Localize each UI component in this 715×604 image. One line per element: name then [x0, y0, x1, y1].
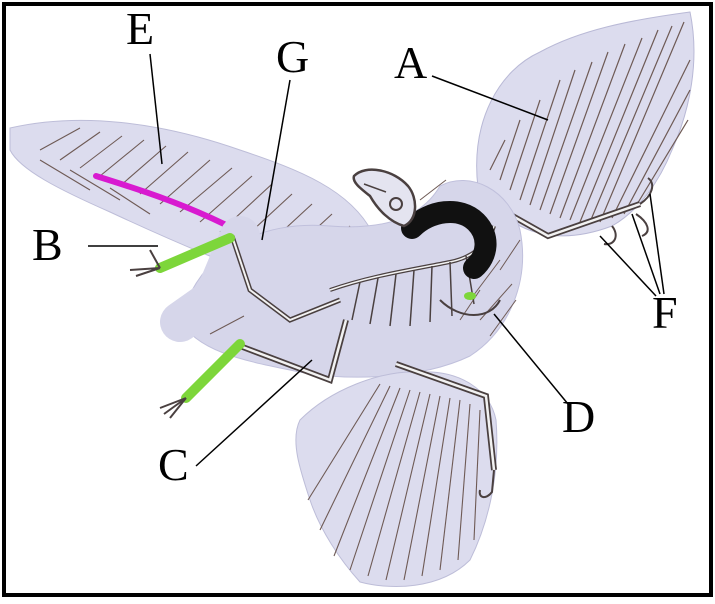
leader-line-f2 [632, 214, 660, 294]
label-f: F [652, 290, 678, 336]
label-d: D [562, 394, 595, 440]
leader-line-f3 [650, 194, 664, 294]
label-b: B [32, 222, 63, 268]
label-e: E [126, 6, 154, 52]
lower-foot-highlight [186, 344, 240, 398]
leader-line-f1 [600, 236, 656, 296]
label-c: C [158, 442, 189, 488]
label-g: G [276, 34, 309, 80]
leader-line-d [494, 314, 568, 404]
label-a: A [394, 40, 427, 86]
furcula-highlight [464, 292, 476, 300]
lower-wing [296, 364, 497, 587]
